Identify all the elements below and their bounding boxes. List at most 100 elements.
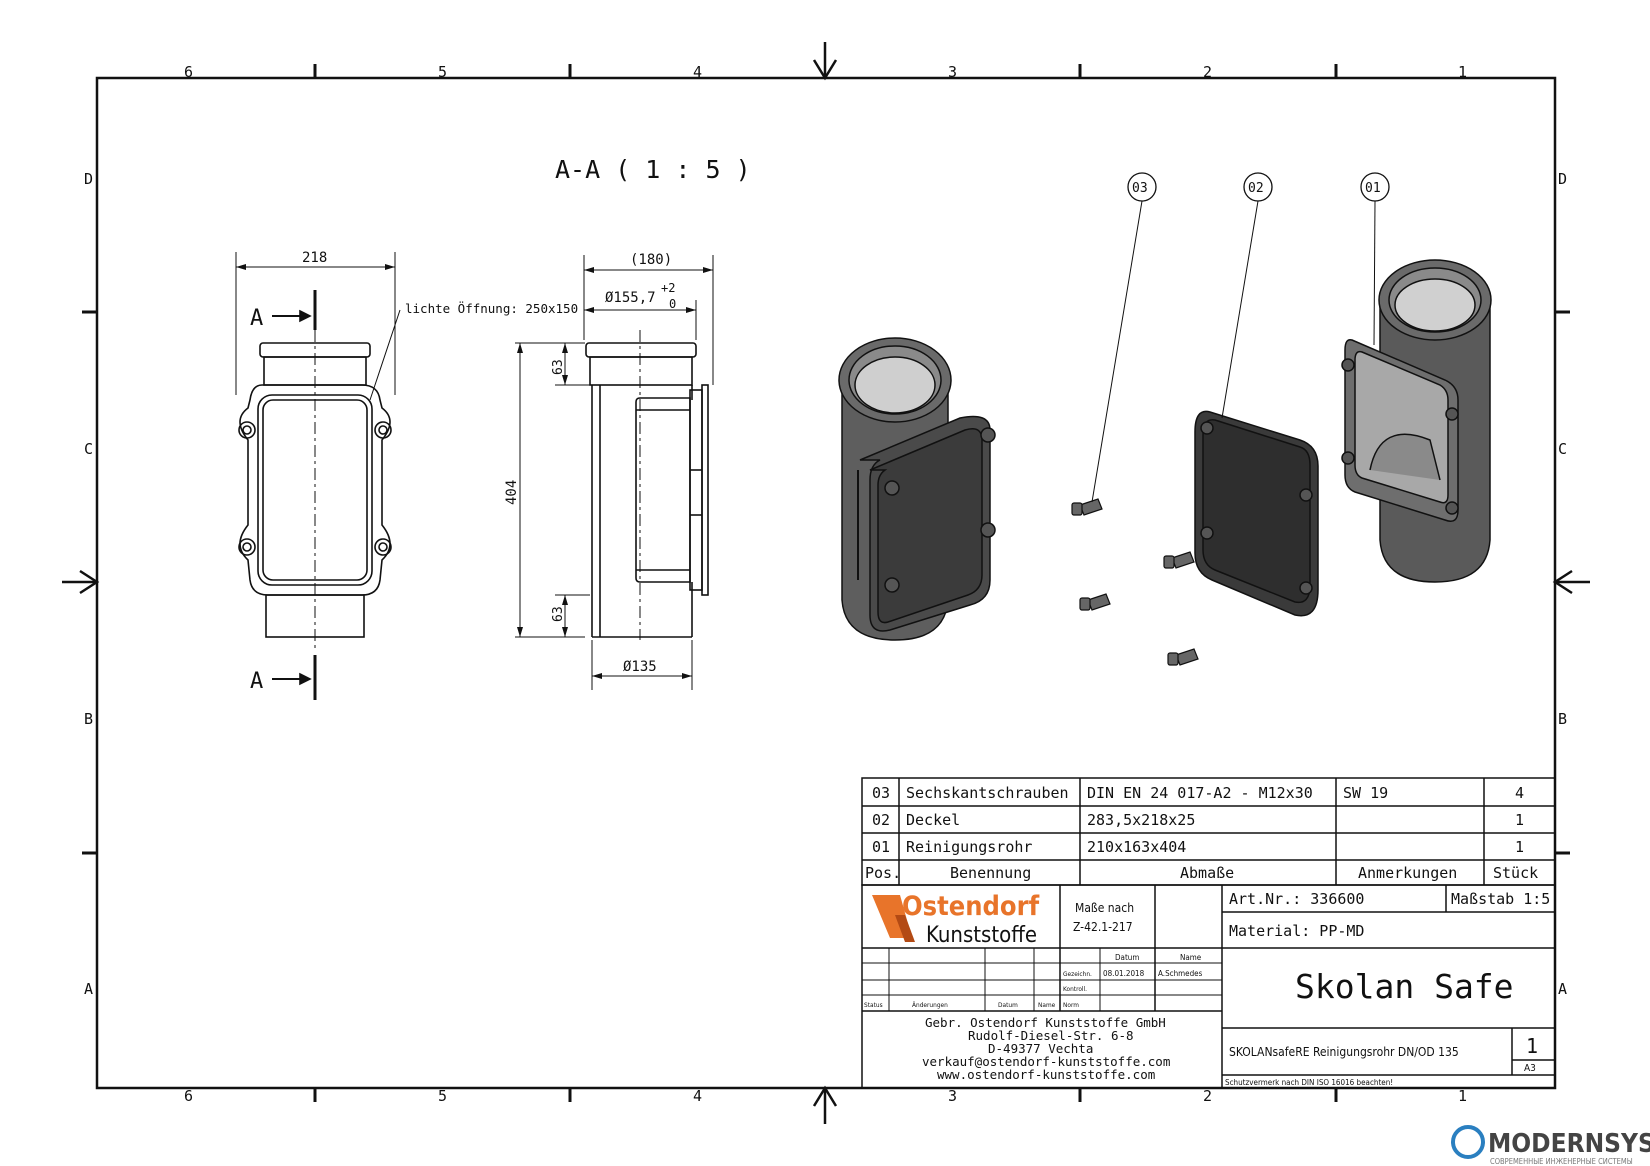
- status-label: Status: [864, 1001, 883, 1009]
- watermark-name: MODERNSYS: [1488, 1129, 1650, 1159]
- col-label: 2: [1203, 1087, 1212, 1105]
- dim-63-top: 63: [551, 359, 566, 375]
- dim-bore: Ø155,7: [605, 290, 656, 306]
- col-label: 3: [948, 63, 957, 81]
- pipe-part: [1341, 259, 1492, 583]
- balloon-02-label: 02: [1248, 181, 1264, 196]
- cut-label-top: A: [250, 306, 263, 331]
- row-02-qty: 1: [1515, 811, 1524, 829]
- balloon-03-label: 03: [1132, 181, 1148, 196]
- drawn-by: A.Schmedes: [1158, 969, 1203, 978]
- header-name: Benennung: [950, 864, 1031, 882]
- datum2-label: Datum: [998, 1001, 1018, 1009]
- header-qty: Stück: [1493, 864, 1538, 882]
- row-03-name: Sechskantschrauben: [906, 784, 1069, 802]
- screws: [1071, 498, 1199, 666]
- header-note: Anmerkungen: [1358, 864, 1457, 882]
- company-line-2: Rudolf-Diesel-Str. 6-8: [968, 1028, 1134, 1043]
- col-label: 1: [1458, 63, 1467, 81]
- dim-63-bottom: 63: [551, 606, 566, 622]
- row-03-note: SW 19: [1343, 784, 1388, 802]
- row-label: B: [1558, 710, 1567, 728]
- logo-line1: Ostendorf: [902, 891, 1040, 922]
- row-02-name: Deckel: [906, 811, 960, 829]
- row-02-dims: 283,5x218x25: [1087, 811, 1195, 829]
- masse-line1: Maße nach: [1075, 901, 1134, 915]
- section-label: A-A ( 1 : 5 ): [555, 155, 751, 184]
- material: Material: PP-MD: [1229, 922, 1364, 940]
- dim-tol-upper: +2: [661, 281, 675, 295]
- logo-line2: Kunststoffe: [926, 923, 1037, 948]
- cut-label-bottom: A: [250, 669, 263, 694]
- row-02-pos: 02: [872, 811, 890, 829]
- aenderungen-label: Änderungen: [912, 1000, 948, 1009]
- company-line-5: www.ostendorf-kunststoffe.com: [937, 1067, 1155, 1082]
- name-header: Name: [1180, 953, 1202, 962]
- front-view: [235, 252, 401, 700]
- col-label: 4: [693, 1087, 702, 1105]
- balloons: [1091, 172, 1390, 503]
- col-label: 5: [438, 63, 447, 81]
- dim-218: 218: [302, 250, 327, 266]
- opening-note: lichte Öffnung: 250x150: [405, 300, 578, 316]
- row-01-name: Reinigungsrohr: [906, 838, 1032, 856]
- row-01-qty: 1: [1515, 838, 1524, 856]
- row-03-pos: 03: [872, 784, 890, 802]
- header-pos: Pos.: [865, 864, 901, 882]
- row-label: D: [1558, 170, 1567, 188]
- centering-marks: [62, 42, 1590, 1124]
- kontroll-label: Kontroll.: [1063, 985, 1087, 993]
- sheet-number: 1: [1526, 1034, 1538, 1058]
- parts-list-text: 03 Sechskantschrauben DIN EN 24 017-A2 -…: [865, 784, 1538, 882]
- frame-ticks: [82, 64, 1570, 1102]
- row-03-qty: 4: [1515, 784, 1524, 802]
- company-line-1: Gebr. Ostendorf Kunststoffe GmbH: [925, 1015, 1166, 1030]
- dim-404: 404: [504, 480, 520, 505]
- row-01-pos: 01: [872, 838, 890, 856]
- row-label: B: [84, 710, 93, 728]
- sheet-format: A3: [1524, 1063, 1536, 1074]
- modernsys-logo-icon: [1451, 1125, 1485, 1159]
- row-label: C: [84, 440, 93, 458]
- row-label: C: [1558, 440, 1567, 458]
- art-nr: Art.Nr.: 336600: [1229, 890, 1364, 908]
- datum-header: Datum: [1115, 953, 1139, 962]
- col-label: 2: [1203, 63, 1212, 81]
- cover-part: [1194, 410, 1319, 617]
- col-label: 1: [1458, 1087, 1467, 1105]
- col-label: 4: [693, 63, 702, 81]
- row-labels: D C B A D C B A: [84, 170, 1567, 998]
- col-label: 6: [184, 1087, 193, 1105]
- scale: Maßstab 1:5: [1451, 890, 1550, 908]
- title-block-text: Maße nach Z-42.1-217 Art.Nr.: 336600 Maß…: [864, 890, 1550, 1087]
- col-label: 3: [948, 1087, 957, 1105]
- drawing-title: Skolan Safe: [1295, 967, 1514, 1006]
- side-view: [515, 255, 714, 690]
- copyright-note: Schutzvermerk nach DIN ISO 16016 beachte…: [1225, 1078, 1393, 1087]
- header-dims: Abmaße: [1180, 864, 1234, 882]
- dim-tol-lower: 0: [669, 297, 676, 311]
- row-03-dims: DIN EN 24 017-A2 - M12x30: [1087, 784, 1313, 802]
- drawing-description: SKOLANsafeRE Reinigungsrohr DN/OD 135: [1229, 1045, 1459, 1059]
- name2-label: Name: [1038, 1001, 1056, 1009]
- dim-135: Ø135: [623, 659, 657, 675]
- drawn-date: 08.01.2018: [1103, 969, 1145, 978]
- ostendorf-logo: Ostendorf Kunststoffe: [872, 891, 1040, 948]
- row-label: A: [84, 980, 93, 998]
- column-labels: 6 5 4 3 2 1 6 5 4 3 2 1: [184, 63, 1467, 1105]
- company-line-4: verkauf@ostendorf-kunststoffe.com: [922, 1054, 1170, 1069]
- row-01-dims: 210x163x404: [1087, 838, 1186, 856]
- balloon-01-label: 01: [1365, 181, 1381, 196]
- col-label: 5: [438, 1087, 447, 1105]
- assembled-part: [838, 337, 996, 641]
- col-label: 6: [184, 63, 193, 81]
- norm-label: Norm: [1063, 1001, 1079, 1009]
- row-label: A: [1558, 980, 1567, 998]
- title-block: [861, 884, 1556, 1089]
- masse-line2: Z-42.1-217: [1073, 920, 1133, 934]
- row-label: D: [84, 170, 93, 188]
- watermark-tagline: СОВРЕМЕННЫЕ ИНЖЕНЕРНЫЕ СИСТЕМЫ: [1490, 1157, 1633, 1166]
- company-line-3: D-49377 Vechta: [988, 1041, 1093, 1056]
- dim-180: (180): [630, 252, 672, 268]
